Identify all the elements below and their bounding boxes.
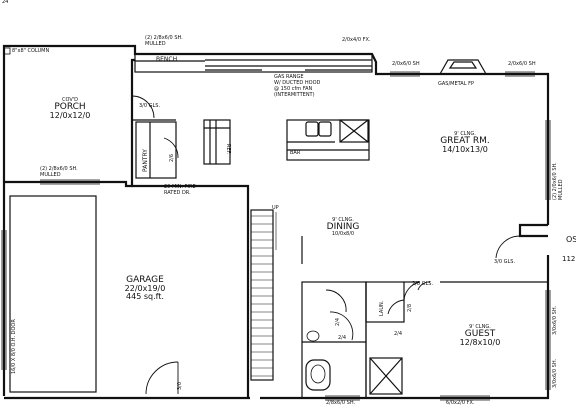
edge-right-os: OS xyxy=(566,235,576,244)
column-marker xyxy=(3,47,11,55)
laundry-label: LAUN. xyxy=(379,300,385,316)
guest-size: 12/8x10/0 xyxy=(459,338,501,347)
door-right-label: 3/0 GLS. xyxy=(494,259,516,265)
toilet xyxy=(310,364,326,384)
edge-right-number: 112 xyxy=(562,255,576,263)
window-fp-left: 2/0x6/0 SH xyxy=(392,61,420,67)
porch-note: COV'D xyxy=(62,97,78,103)
window-top-kitchen-line-1: (2) 2/8x6/0 SH. xyxy=(145,35,183,41)
garage-name: GARAGE xyxy=(126,275,164,285)
range-line-3: @ 150 cfm FAN xyxy=(274,86,313,92)
fire-door-line-1: 20 MIN. FIRE- xyxy=(164,184,198,190)
porch-name: PORCH xyxy=(54,102,86,112)
window-fp-right: 2/0x6/0 SH xyxy=(508,61,536,67)
window-marks xyxy=(1,71,551,401)
window-bottom-1: 2/8x6/0 SH. xyxy=(326,400,356,406)
dining-ceiling: 9' CLNG. xyxy=(332,217,354,223)
door-swings xyxy=(131,95,521,395)
stair-up-label: UP xyxy=(272,205,279,211)
window-porch: (2) 2/8x6/0 SH. MULLED xyxy=(40,166,78,178)
garage-label: GARAGE 22/0x19/0 445 sq.ft. xyxy=(100,276,190,301)
pantry-label: PANTRY xyxy=(142,149,149,172)
interior-walls xyxy=(9,53,548,399)
fire-door-line-2: RATED DR. xyxy=(164,190,191,196)
range-line-1: GAS RANGE xyxy=(274,74,304,80)
garage-door-label: 16/0 X 8/0 O.H. DOOR xyxy=(11,319,17,374)
window-guest-1: 3/0x6/0 SH. xyxy=(552,305,558,335)
porch-label: COV'D PORCH 12/0x12/0 xyxy=(40,98,100,120)
door-pantry-label: 2/6 xyxy=(169,153,175,162)
bath-sink xyxy=(306,330,320,342)
window-top-kitchen: (2) 2/8x6/0 SH. MULLED xyxy=(145,35,183,47)
bar-label: BAR xyxy=(290,150,301,156)
guest-ceiling: 9' CLNG. xyxy=(469,324,491,330)
door-porch-label: 3/0 GLS. xyxy=(139,103,161,109)
garage-size: 22/0x19/0 xyxy=(124,284,166,293)
door-closet-label: 2/4 xyxy=(394,331,403,337)
great-room-label: 9' CLNG. GREAT RM. 14/10x13/0 xyxy=(420,132,510,154)
page-corner-number: 24 xyxy=(2,0,9,5)
window-porch-line-1: (2) 2/8x6/0 SH. xyxy=(40,166,78,172)
window-top-fx: 2/0x4/0 FX. xyxy=(342,37,371,43)
ref-label: REF. xyxy=(225,144,231,155)
door-bath-label-2: 2/4 xyxy=(338,335,347,341)
dining-label: 9' CLNG. DINING 10/0x8/0 xyxy=(318,218,368,237)
guest-name: GUEST xyxy=(464,329,496,339)
stair-treads xyxy=(251,215,273,377)
range-line-4: (INTERMITTENT) xyxy=(274,92,315,98)
column-note: 8"x8" COLUMN xyxy=(12,48,50,54)
door-garage-label: 3/0 xyxy=(177,381,183,390)
door-bath-label-1: 2/4 xyxy=(335,317,341,326)
great-room-ceiling: 9' CLNG. xyxy=(454,131,476,137)
range-line-2: W/ DUCTED HOOD xyxy=(274,80,321,86)
porch-size: 12/0x12/0 xyxy=(49,111,91,120)
dining-name: DINING xyxy=(326,222,360,232)
great-room-name: GREAT RM. xyxy=(440,136,490,146)
window-top-kitchen-line-2: MULLED xyxy=(145,41,166,47)
bench-label: BENCH xyxy=(156,56,178,63)
fire-door-note: 20 MIN. FIRE- RATED DR. xyxy=(164,184,197,196)
door-guest-gls-label: 2/8 GLS. xyxy=(412,281,434,287)
window-porch-line-2: MULLED xyxy=(40,172,61,178)
range-note: GAS RANGE W/ DUCTED HOOD @ 150 cfm FAN (… xyxy=(274,74,320,98)
fireplace-label: GAS/METAL FP xyxy=(438,81,474,87)
window-right-great-line-2: MULLED xyxy=(558,179,564,200)
door-guest-label: 2/8 xyxy=(407,303,413,312)
great-room-size: 14/10x13/0 xyxy=(442,145,488,154)
exterior-walls xyxy=(2,44,550,400)
window-right-great: (2) 2/0x6/0 SH. MULLED xyxy=(552,162,564,200)
dining-size: 10/0x8/0 xyxy=(331,231,355,237)
garage-area: 445 sq.ft. xyxy=(126,292,164,301)
guest-label: 9' CLNG. GUEST 12/8x10/0 xyxy=(450,325,510,347)
window-bottom-2: 6/0x2/0 FX. xyxy=(446,400,475,406)
window-guest-2: 3/0x6/0 SH. xyxy=(552,358,558,388)
